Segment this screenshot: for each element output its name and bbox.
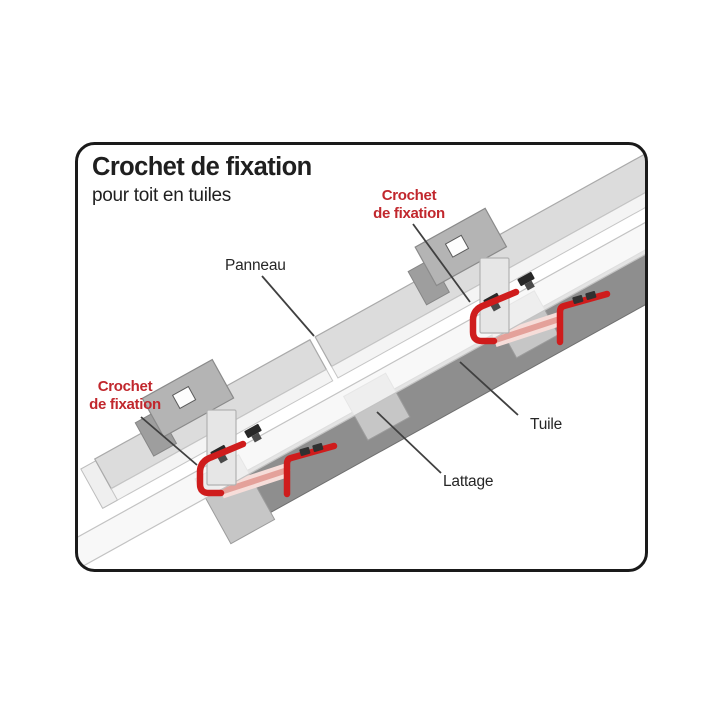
leader-line-panneau	[261, 275, 315, 337]
label-crochet-top: Crochet de fixation	[373, 187, 445, 222]
leader-lines	[140, 223, 519, 474]
leader-line-lattage	[376, 411, 442, 474]
hook-hidden-segment	[218, 312, 564, 499]
label-panneau: Panneau	[225, 257, 286, 274]
label-crochet-left: Crochet de fixation	[89, 378, 161, 413]
label-crochet-top-line1: Crochet	[382, 187, 437, 204]
label-lattage: Lattage	[443, 473, 493, 490]
leader-line-tuile	[459, 361, 519, 416]
leader-line-crochet-top	[412, 223, 471, 303]
roof-assembly	[77, 144, 646, 570]
label-crochet-top-line2: de fixation	[373, 205, 445, 222]
label-tuile: Tuile	[530, 416, 562, 433]
label-crochet-left-line1: Crochet	[98, 378, 153, 395]
leader-line-crochet-left	[140, 416, 198, 466]
diagram-frame	[75, 142, 648, 572]
label-crochet-left-line2: de fixation	[89, 396, 161, 413]
page-subtitle: pour toit en tuiles	[92, 185, 231, 206]
page-title: Crochet de fixation	[92, 153, 312, 181]
